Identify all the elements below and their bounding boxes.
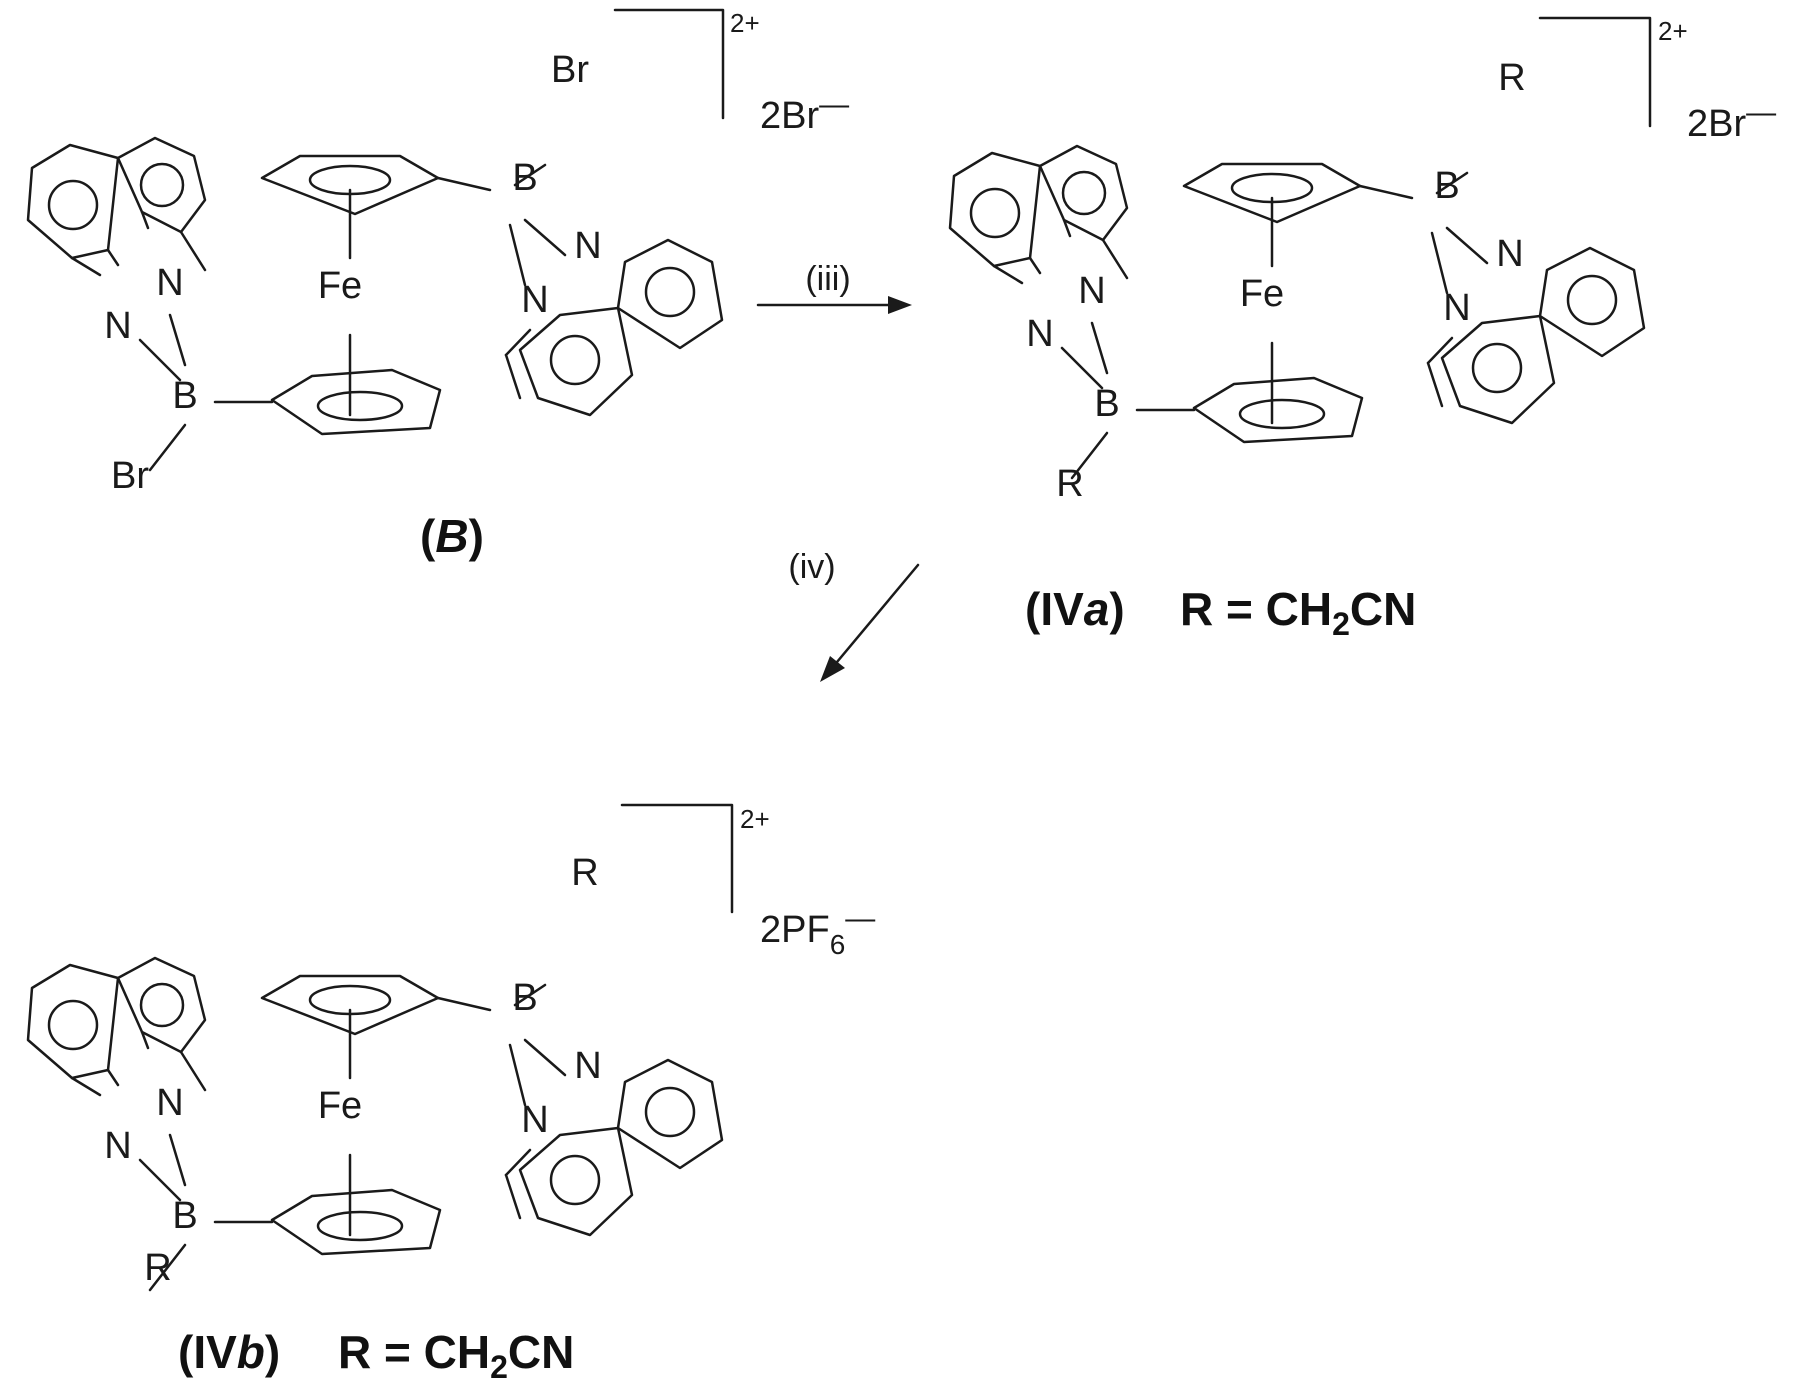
nitrogen-atom: N <box>1026 313 1053 355</box>
nitrogen-atom: N <box>156 262 183 304</box>
boron-atom-right: B <box>512 977 537 1019</box>
compound-iva: Fe B B N N N N R R 2+ 2Br— <box>948 16 1776 505</box>
nitrogen-atom: N <box>1443 287 1470 329</box>
charge-bracket <box>1538 16 1652 128</box>
nitrogen-atom: N <box>521 1099 548 1141</box>
counterion: 2PF6— <box>760 902 875 960</box>
charge-label: 2+ <box>740 804 770 834</box>
substituent-left: R <box>1056 463 1083 505</box>
nitrogen-atom: N <box>156 1082 183 1124</box>
charge-bracket <box>620 803 734 914</box>
nitrogen-atom: N <box>521 279 548 321</box>
condition-label: (iv) <box>788 548 835 586</box>
charge-label: 2+ <box>1658 16 1688 46</box>
substituent-right: Br <box>551 49 589 91</box>
nitrogen-atom: N <box>574 1045 601 1087</box>
molecule-skeleton <box>26 136 724 472</box>
substituent-right: R <box>571 852 598 894</box>
boron-atom-left: B <box>1094 383 1119 425</box>
reaction-arrow-iv: (iv) <box>788 548 920 682</box>
condition-label: (iii) <box>805 260 850 298</box>
nitrogen-atom: N <box>104 305 131 347</box>
charge-label: 2+ <box>730 8 760 38</box>
fe-atom: Fe <box>318 265 362 307</box>
counterion: 2Br— <box>760 88 849 137</box>
molecule-skeleton <box>26 956 724 1292</box>
substituent-left: R <box>144 1247 171 1289</box>
charge-bracket <box>613 8 725 120</box>
fe-atom: Fe <box>318 1085 362 1127</box>
substituent-right: R <box>1498 57 1525 99</box>
substituent-definition-ivb: R = CH2CN <box>338 1326 574 1385</box>
boron-atom-right: B <box>512 157 537 199</box>
boron-atom-right: B <box>1434 165 1459 207</box>
nitrogen-atom: N <box>574 225 601 267</box>
counterion: 2Br— <box>1687 96 1776 145</box>
molecule-skeleton <box>948 144 1646 480</box>
reaction-arrow-iii: (iii) <box>756 260 912 314</box>
compound-label-b: (B) <box>420 510 484 562</box>
nitrogen-atom: N <box>1078 270 1105 312</box>
fe-atom: Fe <box>1240 273 1284 315</box>
boron-atom-left: B <box>172 375 197 417</box>
substituent-left: Br <box>111 455 149 497</box>
nitrogen-atom: N <box>104 1125 131 1167</box>
compound-ivb: Fe B B N N N N R R 2+ 2PF6— <box>26 803 875 1292</box>
compound-label-ivb: (IVb) <box>178 1326 280 1378</box>
substituent-definition-iva: R = CH2CN <box>1180 583 1416 642</box>
compound-label-iva: (IVa) <box>1025 583 1125 635</box>
nitrogen-atom: N <box>1496 233 1523 275</box>
boron-atom-left: B <box>172 1195 197 1237</box>
compound-b: Fe B B N N N N Br Br 2+ 2Br— <box>26 8 849 497</box>
